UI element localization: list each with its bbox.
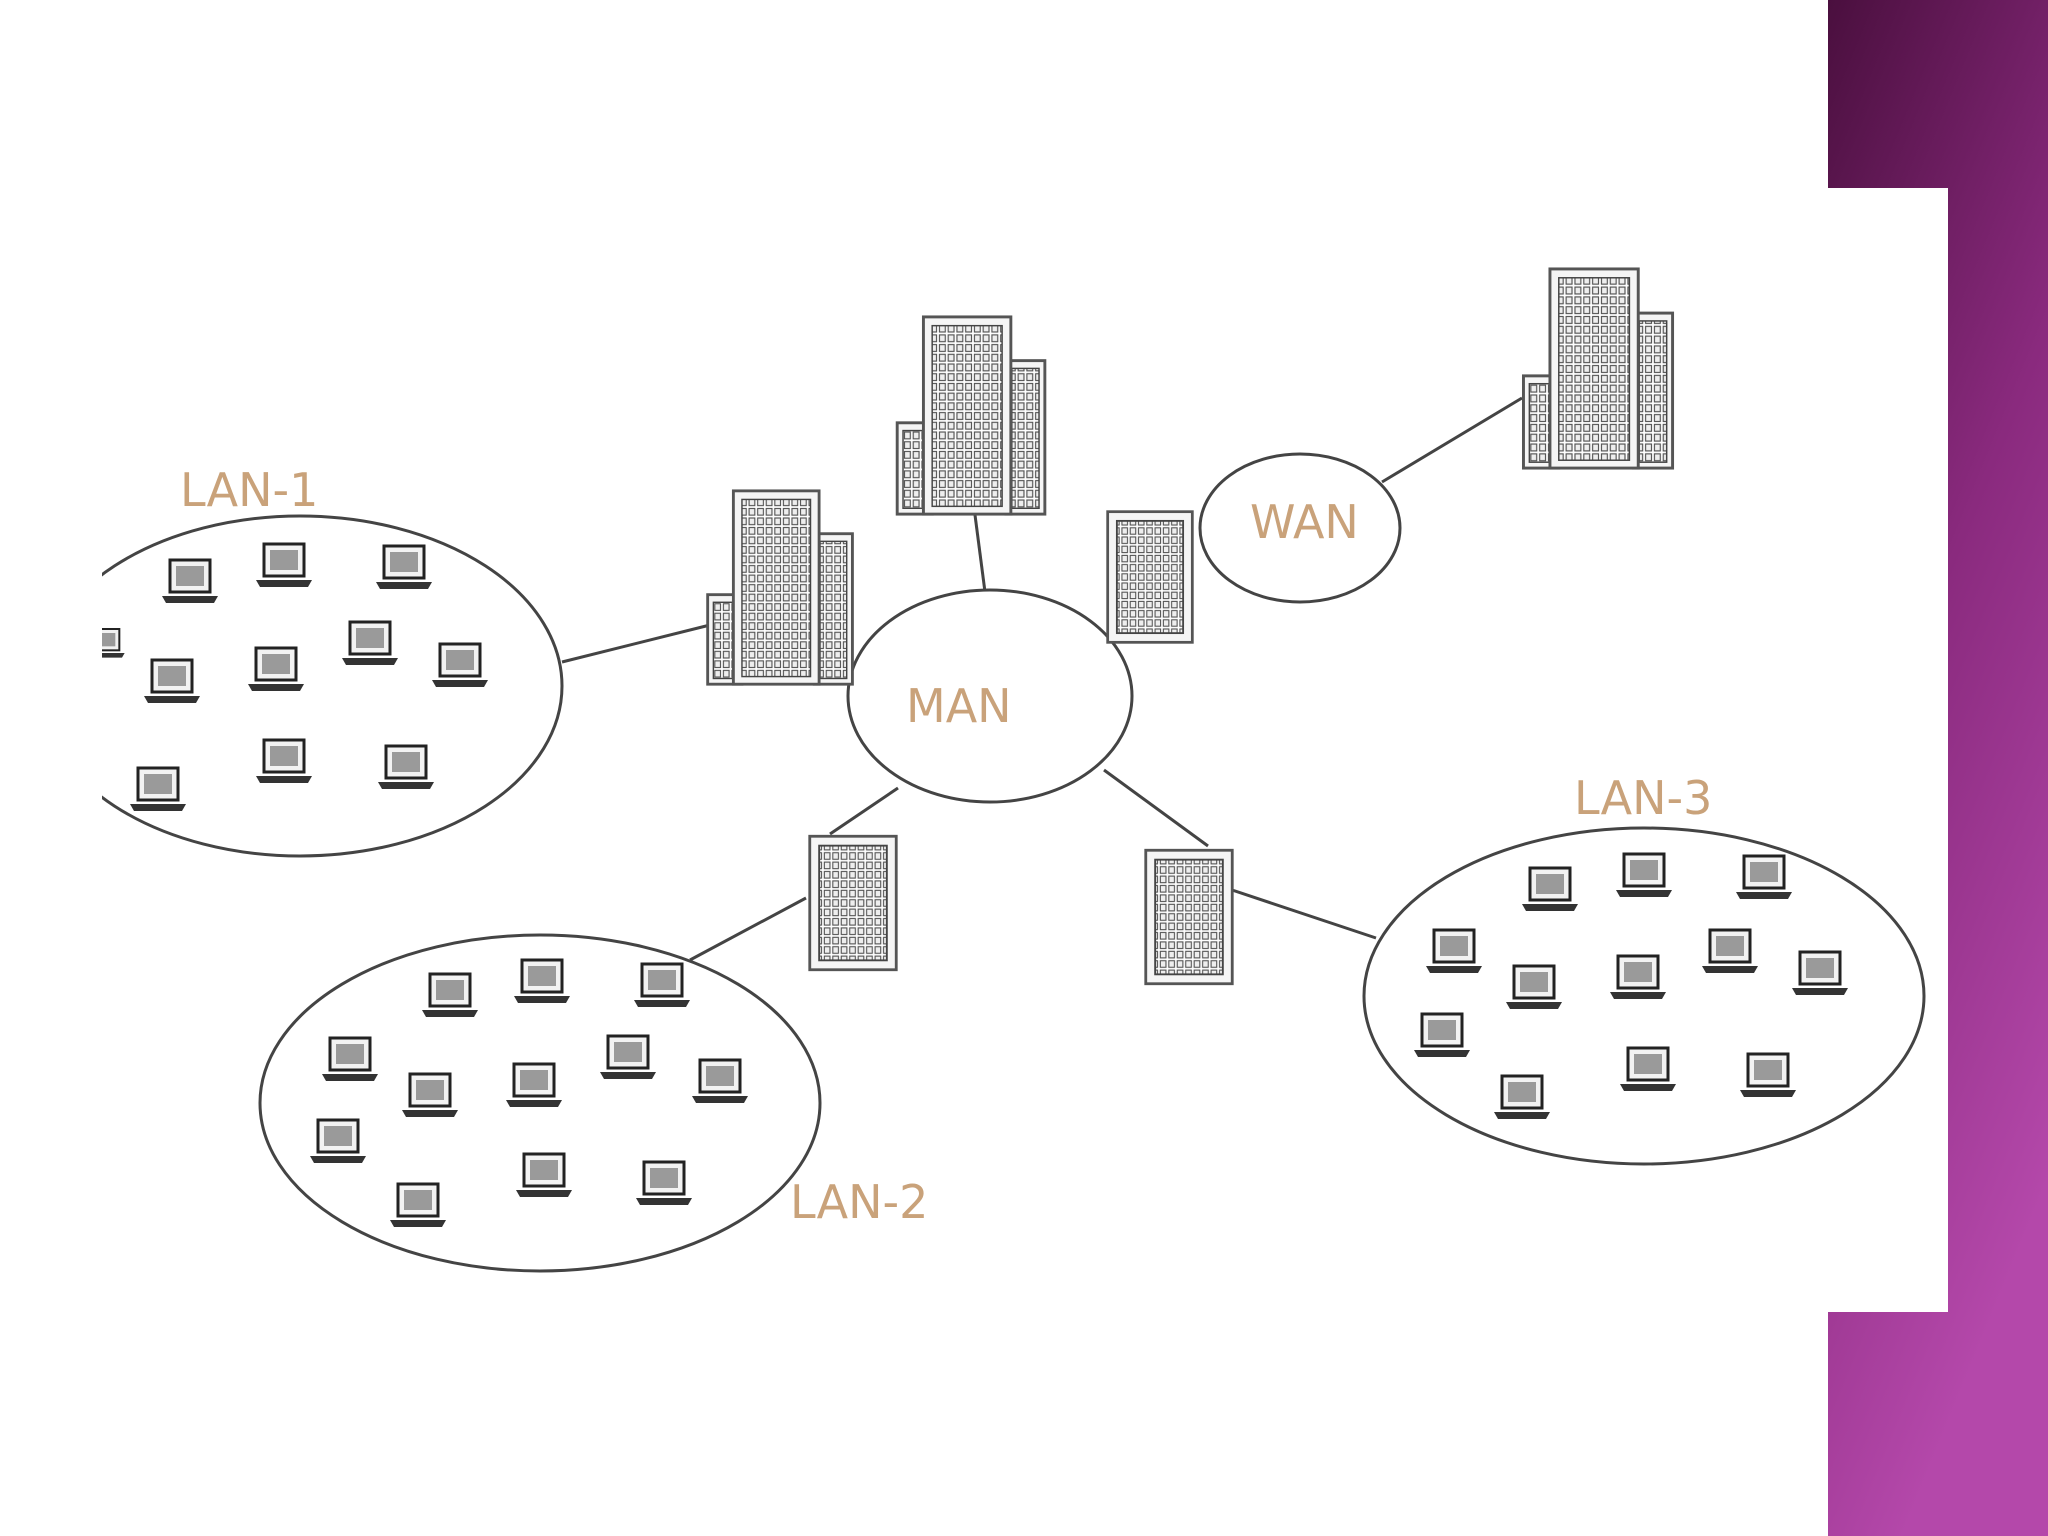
laptop-icon xyxy=(1492,1074,1552,1121)
laptop-icon xyxy=(598,1034,658,1081)
laptop-icon xyxy=(514,1152,574,1199)
laptop-icon xyxy=(374,544,434,591)
laptop-icon xyxy=(632,962,692,1009)
wan-label: WAN xyxy=(1250,495,1359,549)
lan-2-label: LAN-2 xyxy=(790,1175,928,1229)
laptop-icon xyxy=(1734,854,1794,901)
laptop-icon xyxy=(1504,964,1564,1011)
laptop-icon xyxy=(1412,1012,1472,1059)
laptop-icon xyxy=(254,738,314,785)
link-man-lan3-building xyxy=(1103,768,1209,848)
laptop-icon xyxy=(308,1118,368,1165)
laptop-icon xyxy=(400,1072,460,1119)
man-label: MAN xyxy=(906,679,1012,733)
link-man-lan2-building xyxy=(829,786,899,836)
laptop-icon xyxy=(1700,928,1760,975)
man-group: MAN xyxy=(846,588,1134,804)
wan-ellipse xyxy=(1198,452,1402,604)
laptop-icon xyxy=(142,658,202,705)
laptop-icon xyxy=(1608,954,1668,1001)
laptop-icon xyxy=(504,1062,564,1109)
lan-3-label: LAN-3 xyxy=(1574,771,1712,825)
left-crop-margin xyxy=(0,400,102,900)
laptop-icon xyxy=(1618,1046,1678,1093)
lan-1-label: LAN-1 xyxy=(180,463,318,517)
laptop-icon xyxy=(376,744,436,791)
building-wan-gateway-icon xyxy=(1106,510,1194,644)
lan-3-group: LAN-3 xyxy=(1362,771,1926,1166)
laptop-icon xyxy=(512,958,572,1005)
laptop-icon xyxy=(128,766,188,813)
link-lan3-building-lan3 xyxy=(1231,888,1377,940)
laptop-icon xyxy=(160,558,220,605)
laptop-icon xyxy=(1424,928,1484,975)
man-ellipse xyxy=(846,588,1134,804)
laptop-icon xyxy=(340,620,400,667)
link-wan-remote xyxy=(1381,396,1523,484)
white-panel-notch xyxy=(1820,188,1948,1312)
laptop-icon xyxy=(1738,1052,1798,1099)
link-man-top-building xyxy=(973,514,987,593)
lan-1-group: LAN-1 xyxy=(0,400,564,900)
laptop-icon xyxy=(634,1160,694,1207)
network-links xyxy=(561,396,1523,962)
laptop-icon xyxy=(254,542,314,589)
building-lan3-gateway-icon xyxy=(1144,848,1234,986)
laptop-icon xyxy=(1790,950,1850,997)
laptop-icon xyxy=(1520,866,1580,913)
laptop-icon xyxy=(430,642,490,689)
link-lan2-building-lan2 xyxy=(689,896,807,962)
link-lan1-building xyxy=(561,623,711,664)
laptop-icon xyxy=(320,1036,380,1083)
laptop-icon xyxy=(388,1182,448,1229)
laptop-icon xyxy=(246,646,306,693)
laptop-icon xyxy=(420,972,480,1019)
laptop-icon xyxy=(1614,852,1674,899)
lan-2-group: LAN-2 xyxy=(258,933,928,1273)
wan-group: WAN xyxy=(1198,452,1402,604)
building-lan2-gateway-icon xyxy=(808,834,898,972)
laptop-icon xyxy=(690,1058,750,1105)
